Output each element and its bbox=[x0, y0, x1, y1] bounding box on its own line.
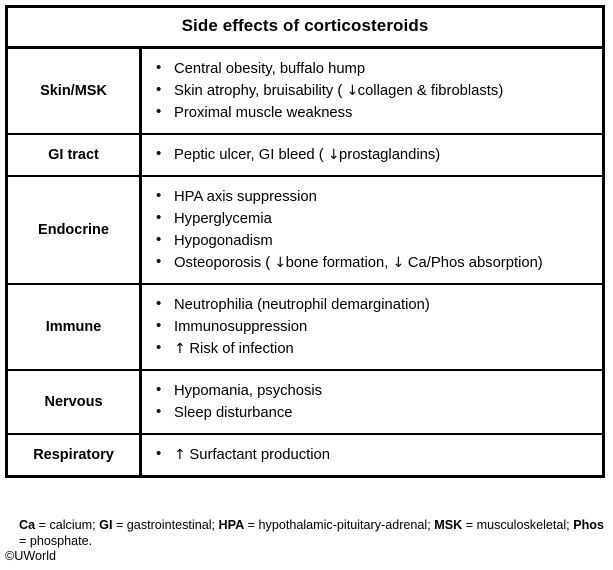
table-body-rows: Skin/MSKCentral obesity, buffalo humpSki… bbox=[8, 48, 603, 475]
abbrev-term: GI bbox=[99, 518, 113, 532]
table-row: NervousHypomania, psychosisSleep disturb… bbox=[8, 369, 603, 434]
abbrev-definition: = calcium; bbox=[35, 518, 100, 532]
effect-item: Hypogonadism bbox=[152, 229, 596, 252]
effect-item: HPA axis suppression bbox=[152, 185, 596, 208]
table-row: GI tract Peptic ulcer, GI bleed ( ↓prosta… bbox=[8, 133, 603, 176]
down-arrow-icon: ↓ bbox=[327, 146, 340, 163]
effects-cell: Neutrophilia (neutrophil demargination)I… bbox=[141, 284, 603, 370]
effect-item: Skin atrophy, bruisability ( ↓collagen &… bbox=[152, 79, 596, 102]
table-row: EndocrineHPA axis suppressionHyperglycem… bbox=[8, 175, 603, 284]
effects-cell: HPA axis suppressionHyperglycemiaHypogon… bbox=[141, 176, 603, 284]
category-label: Skin/MSK bbox=[8, 48, 142, 134]
category-label: Endocrine bbox=[8, 175, 142, 284]
down-arrow-icon: ↓ bbox=[392, 254, 405, 271]
down-arrow-icon: ↓ bbox=[346, 82, 358, 99]
category-label: Respiratory bbox=[8, 433, 142, 475]
abbrev-definition: = gastrointestinal; bbox=[112, 518, 219, 532]
category-label: GI tract bbox=[8, 133, 142, 176]
effect-item: Neutrophilia (neutrophil demargination) bbox=[152, 293, 596, 316]
effect-item: Osteoporosis ( ↓bone formation, ↓ Ca/Pho… bbox=[152, 251, 596, 274]
effect-item: Immunosuppression bbox=[152, 315, 596, 338]
table-row: Skin/MSKCentral obesity, buffalo humpSki… bbox=[8, 48, 603, 134]
side-effects-table: Side effects of corticosteroids Skin/MSK… bbox=[5, 5, 605, 478]
effects-cell: Hypomania, psychosisSleep disturbance bbox=[141, 370, 603, 434]
table-row: Respiratory ↑ Surfactant production bbox=[8, 433, 603, 475]
effects-list: HPA axis suppressionHyperglycemiaHypogon… bbox=[152, 185, 596, 274]
effects-list: Neutrophilia (neutrophil demargination)I… bbox=[152, 293, 596, 360]
effect-item: Central obesity, buffalo hump bbox=[152, 57, 596, 80]
abbrev-term: MSK bbox=[434, 518, 463, 532]
effect-item: ↑ Surfactant production bbox=[152, 443, 596, 466]
effects-list: Peptic ulcer, GI bleed ( ↓prostaglandins… bbox=[152, 143, 596, 166]
table-body: Skin/MSKCentral obesity, buffalo humpSki… bbox=[8, 48, 603, 475]
effect-item: Hyperglycemia bbox=[152, 207, 596, 230]
up-arrow-icon: ↑ bbox=[174, 446, 186, 463]
category-label: Immune bbox=[8, 283, 142, 370]
effect-item: Peptic ulcer, GI bleed ( ↓prostaglandins… bbox=[152, 143, 596, 166]
table-row: ImmuneNeutrophilia (neutrophil demargina… bbox=[8, 283, 603, 370]
effects-cell: ↑ Surfactant production bbox=[141, 434, 603, 475]
abbrev-term: Phos bbox=[573, 518, 604, 532]
copyright-notice: ©UWorld bbox=[5, 549, 57, 563]
effect-item: ↑ Risk of infection bbox=[152, 337, 596, 360]
footnote-abbreviations: Ca = calcium; GI = gastrointestinal; HPA… bbox=[19, 518, 609, 549]
effect-item: Sleep disturbance bbox=[152, 401, 596, 424]
effect-item: Hypomania, psychosis bbox=[152, 379, 596, 402]
down-arrow-icon: ↓ bbox=[274, 254, 286, 271]
effect-item: Proximal muscle weakness bbox=[152, 101, 596, 124]
abbrev-definition: = phosphate. bbox=[19, 533, 93, 548]
effects-list: Central obesity, buffalo humpSkin atroph… bbox=[152, 57, 596, 124]
abbrev-term: HPA bbox=[218, 518, 245, 532]
effects-list: Hypomania, psychosisSleep disturbance bbox=[152, 379, 596, 424]
effects-cell: Central obesity, buffalo humpSkin atroph… bbox=[141, 49, 603, 134]
abbrev-definition: = hypothalamic-pituitary-adrenal; bbox=[244, 518, 435, 532]
category-label: Nervous bbox=[8, 369, 142, 434]
abbrev-term: Ca bbox=[19, 518, 36, 532]
table-title: Side effects of corticosteroids bbox=[8, 8, 602, 49]
effects-list: ↑ Surfactant production bbox=[152, 443, 596, 466]
effects-cell: Peptic ulcer, GI bleed ( ↓prostaglandins… bbox=[141, 134, 603, 176]
abbrev-definition: = musculoskeletal; bbox=[462, 518, 574, 532]
up-arrow-icon: ↑ bbox=[174, 340, 186, 357]
